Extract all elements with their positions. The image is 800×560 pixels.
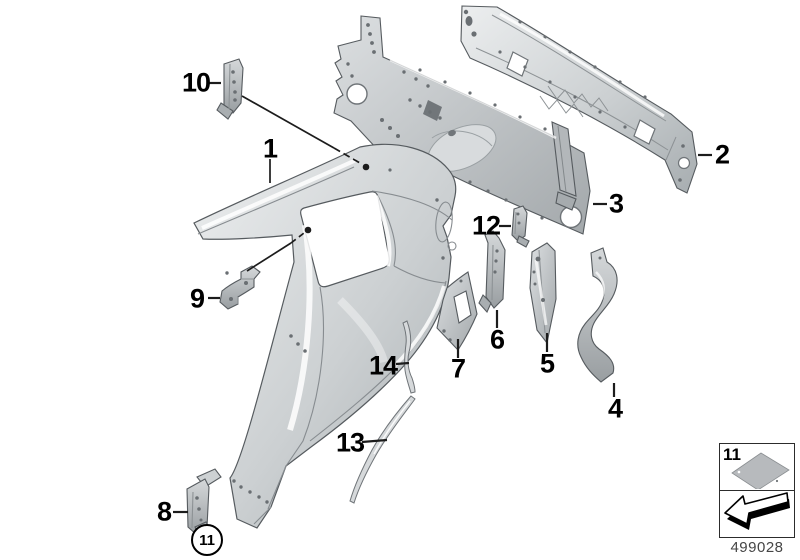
part-12-bracket[interactable] bbox=[511, 205, 530, 248]
part-4-bracket[interactable] bbox=[577, 247, 618, 383]
part-10-bracket[interactable] bbox=[216, 58, 244, 120]
part-7-reinforcement-plate[interactable] bbox=[436, 271, 478, 351]
callout-9[interactable]: 9 bbox=[189, 283, 205, 314]
part-9-bracket[interactable] bbox=[219, 265, 261, 310]
callout-14[interactable]: 14 bbox=[368, 350, 398, 381]
direction-of-travel-arrow-icon bbox=[724, 492, 790, 530]
callout-7[interactable]: 7 bbox=[450, 353, 466, 384]
leader-lines bbox=[173, 81, 712, 514]
legend-direction-arrow[interactable] bbox=[720, 491, 794, 537]
part-14-trim-strip[interactable] bbox=[402, 320, 416, 394]
callout-10[interactable]: 10 bbox=[181, 67, 211, 98]
part-5-partition-panel[interactable] bbox=[529, 242, 557, 345]
legend-box: 11 bbox=[719, 443, 795, 538]
callout-3[interactable]: 3 bbox=[608, 188, 624, 219]
part-1-side-panel[interactable] bbox=[193, 143, 457, 529]
diagram-part-number: 499028 bbox=[730, 539, 784, 556]
part-3-rear-panel-inner[interactable] bbox=[333, 15, 591, 235]
legend-item-11[interactable]: 11 bbox=[720, 444, 794, 491]
callout-5[interactable]: 5 bbox=[539, 348, 555, 379]
callout-1[interactable]: 1 bbox=[262, 133, 278, 164]
callout-8[interactable]: 8 bbox=[156, 496, 172, 527]
part-6-bracket[interactable] bbox=[478, 230, 506, 314]
callout-11-label: 11 bbox=[199, 531, 215, 549]
legend-item-label: 11 bbox=[723, 445, 741, 464]
part-2-rear-panel[interactable] bbox=[460, 5, 698, 194]
adhesive-sheet-icon bbox=[731, 452, 790, 489]
callout-2[interactable]: 2 bbox=[714, 139, 730, 170]
callout-4[interactable]: 4 bbox=[607, 393, 623, 424]
callout-13[interactable]: 13 bbox=[335, 427, 365, 458]
callout-11-circled[interactable]: 11 bbox=[191, 524, 223, 556]
callout-12[interactable]: 12 bbox=[471, 210, 501, 241]
part-13-trim-strip[interactable] bbox=[349, 395, 416, 504]
leader-dots bbox=[304, 163, 370, 234]
callout-6[interactable]: 6 bbox=[489, 324, 505, 355]
